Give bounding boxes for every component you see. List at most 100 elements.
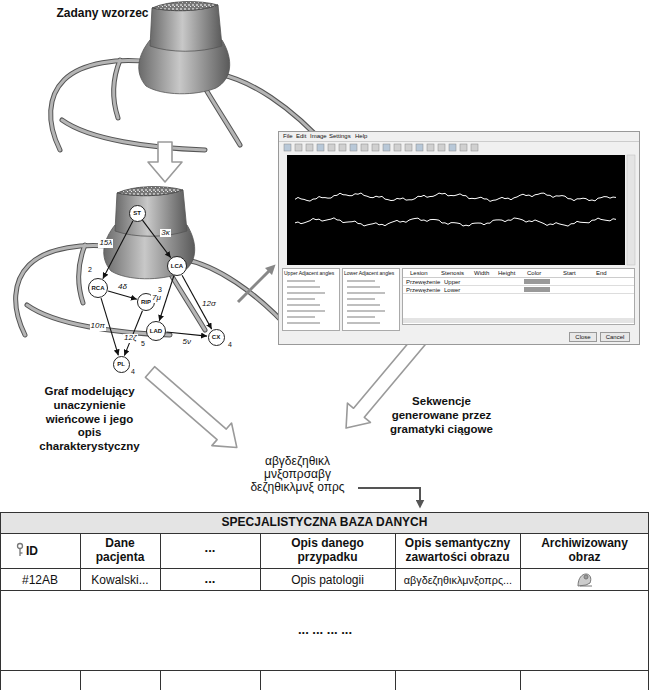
graph-edge [142, 220, 170, 257]
table-cell: Lower [444, 287, 468, 294]
table-title: SPECJALISTYCZNA BAZA DANYCH [0, 515, 649, 529]
toolbar-icon [416, 144, 423, 151]
toolbar-icon [350, 144, 357, 151]
table-cell: Przewężenie [406, 279, 442, 286]
column-header: ... [160, 540, 260, 556]
column-header: End [596, 270, 620, 277]
column-header: Height [498, 270, 522, 277]
symbol-sequence: αβγδεζηθικλ μνξοπρσαβγ δεζηθικλμνξ οπρς [250, 455, 345, 494]
node-label: CX [212, 334, 220, 340]
toolbar-icon [427, 144, 434, 151]
vessel-profile-curve [295, 193, 616, 201]
toolbar-icon [372, 144, 379, 151]
toolbar-icon [394, 144, 401, 151]
list-row [347, 304, 380, 306]
edge-label: 10π [90, 322, 106, 331]
node-label: RIP [141, 299, 151, 305]
list-row [287, 298, 315, 300]
node-label: LAD [150, 328, 162, 334]
toolbar-icon [306, 144, 313, 151]
table-cell: Kowalski... [80, 573, 160, 587]
vessel-node: CX [208, 329, 225, 346]
callout-number: 2 [88, 266, 98, 274]
graph-edge [108, 291, 137, 299]
edge-label: 12σ [201, 300, 217, 309]
toolbar-icon [284, 144, 291, 151]
node-label: PL [117, 361, 125, 367]
list-row [287, 304, 320, 306]
vessel-node: ST [129, 205, 146, 222]
toolbar-icon [317, 144, 324, 151]
list-row [347, 298, 375, 300]
column-header: Lesion [410, 270, 438, 277]
table-cell: Przewężenie [406, 287, 442, 294]
toolbar-icon [460, 144, 467, 151]
list-row [347, 322, 380, 324]
callout-number: 4 [131, 368, 141, 376]
heart-model [51, 2, 330, 150]
table-cell: Upper [444, 279, 468, 286]
list-row [287, 316, 315, 318]
software-screenshot [279, 132, 640, 345]
column-header: Archiwizowany obraz [524, 536, 645, 565]
graph-edge [166, 332, 207, 336]
list-row [287, 322, 320, 324]
vessel-node: LAD [146, 321, 166, 341]
vessel-node: LCA [167, 256, 187, 276]
button-label: Close [569, 334, 597, 341]
edge-label: 7μ [151, 294, 162, 303]
graph-edge [103, 221, 133, 279]
list-header: Upper Adjacent angles [284, 270, 339, 276]
vessel-profile-curve [295, 218, 616, 226]
list-header: Lower Adjacent angles [344, 270, 399, 276]
column-header: Dane pacjenta [85, 536, 155, 565]
menu-item: Help [355, 133, 370, 140]
column-header: Stenosis [441, 270, 471, 277]
flow-arrow [358, 488, 420, 504]
image-icon [578, 574, 592, 586]
table-cell: #12AB [0, 573, 80, 587]
list-row [287, 310, 325, 312]
list-row [287, 292, 325, 294]
toolbar-icon [295, 144, 302, 151]
toolbar-icon [471, 144, 478, 151]
column-header: Width [474, 270, 498, 277]
vessel-node: PL [113, 356, 130, 373]
column-header: Color [527, 270, 551, 277]
toolbar-icon [405, 144, 412, 151]
toolbar-icon [339, 144, 346, 151]
node-label: ST [133, 210, 141, 216]
column-header: Opis danego przypadku [265, 536, 390, 565]
toolbar-icon [449, 144, 456, 151]
toolbar-icon [383, 144, 390, 151]
column-header: ID [26, 544, 66, 558]
menu-item: File [283, 133, 297, 140]
table-cell: ... [160, 571, 260, 587]
list-row [347, 310, 385, 312]
toolbar-icon [361, 144, 368, 151]
menu-item: Settings [329, 133, 354, 140]
figure-label: Graf modelujący unaczynienie wieńcowe i … [37, 385, 142, 454]
list-row [347, 280, 375, 282]
flow-arrow [148, 142, 182, 182]
edge-label: 15λ [98, 239, 113, 248]
edge-label: 5ν [182, 338, 192, 347]
list-row [287, 286, 320, 288]
edge-label: 12ζ [123, 334, 138, 343]
figure-label: Sekwencje generowane przez gramatyki cią… [384, 395, 499, 436]
callout-number: 4 [228, 341, 238, 349]
toolbar-icon [438, 144, 445, 151]
list-row [287, 280, 315, 282]
list-row [347, 292, 385, 294]
column-header: Opis semantyczny zawartości obrazu [399, 536, 516, 565]
list-row [347, 316, 375, 318]
toolbar-icon [328, 144, 335, 151]
menu-item: Image [310, 133, 328, 140]
button-label: Cancel [600, 334, 630, 341]
vessel-node: RCA [88, 278, 108, 298]
node-label: RCA [92, 285, 105, 291]
flow-arrow [238, 268, 272, 302]
list-row [347, 286, 380, 288]
node-label: LCA [171, 263, 183, 269]
heart-graph-model [16, 187, 295, 335]
